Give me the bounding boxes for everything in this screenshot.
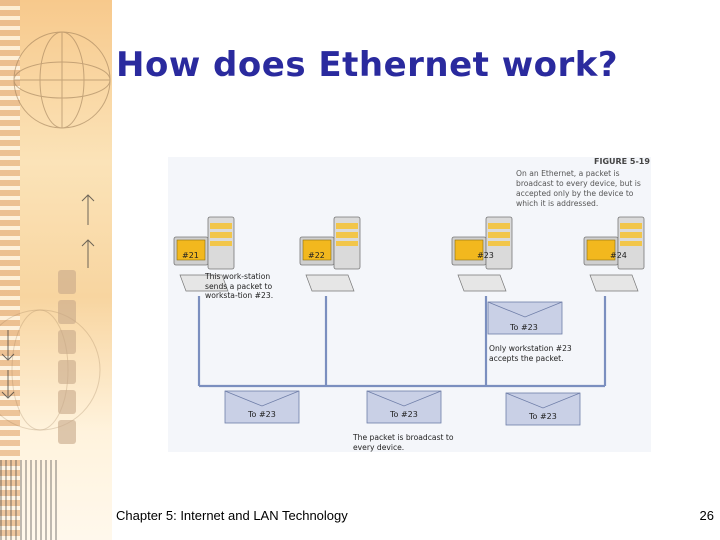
sender-note: This work-station sends a packet to work… [205, 272, 274, 301]
decorative-side-band [0, 0, 112, 540]
svg-text:To #23: To #23 [509, 323, 538, 332]
svg-text:To #23: To #23 [247, 410, 276, 419]
decorative-ticks [0, 460, 60, 540]
svg-text:To #23: To #23 [389, 410, 418, 419]
figure-caption: On an Ethernet, a packet is broadcast to… [516, 169, 641, 208]
slide-title: How does Ethernet work? [116, 45, 619, 85]
svg-text:#22: #22 [308, 251, 325, 260]
page-number: 26 [699, 508, 714, 523]
accept-note: Only workstation #23 accepts the packet. [489, 344, 572, 363]
workstation-23: #23 [451, 216, 513, 292]
decorative-strip [0, 0, 20, 540]
svg-text:#21: #21 [182, 251, 199, 260]
packet-1: To #23 [224, 390, 300, 424]
ethernet-diagram: #21 #22 #23 #24 To #23 To #23 To #2 [168, 157, 651, 452]
network-cable [197, 296, 607, 388]
diagram-canvas: #21 #22 #23 #24 To #23 To #23 To #2 [173, 216, 645, 426]
broadcast-note: The packet is broadcast to every device. [353, 433, 454, 452]
packet-accepted: To #23 [487, 301, 563, 335]
packet-3: To #23 [505, 392, 581, 426]
svg-text:To #23: To #23 [528, 412, 557, 421]
svg-text:#23: #23 [477, 251, 494, 260]
footer-text: Chapter 5: Internet and LAN Technology [116, 508, 348, 523]
workstation-22: #22 [299, 216, 361, 292]
packet-2: To #23 [366, 390, 442, 424]
svg-text:#24: #24 [610, 251, 627, 260]
figure-label: FIGURE 5-19 [594, 157, 650, 166]
globe-graphic [0, 31, 111, 444]
workstation-24: #24 [583, 216, 645, 292]
workstation-21: #21 [173, 216, 235, 292]
